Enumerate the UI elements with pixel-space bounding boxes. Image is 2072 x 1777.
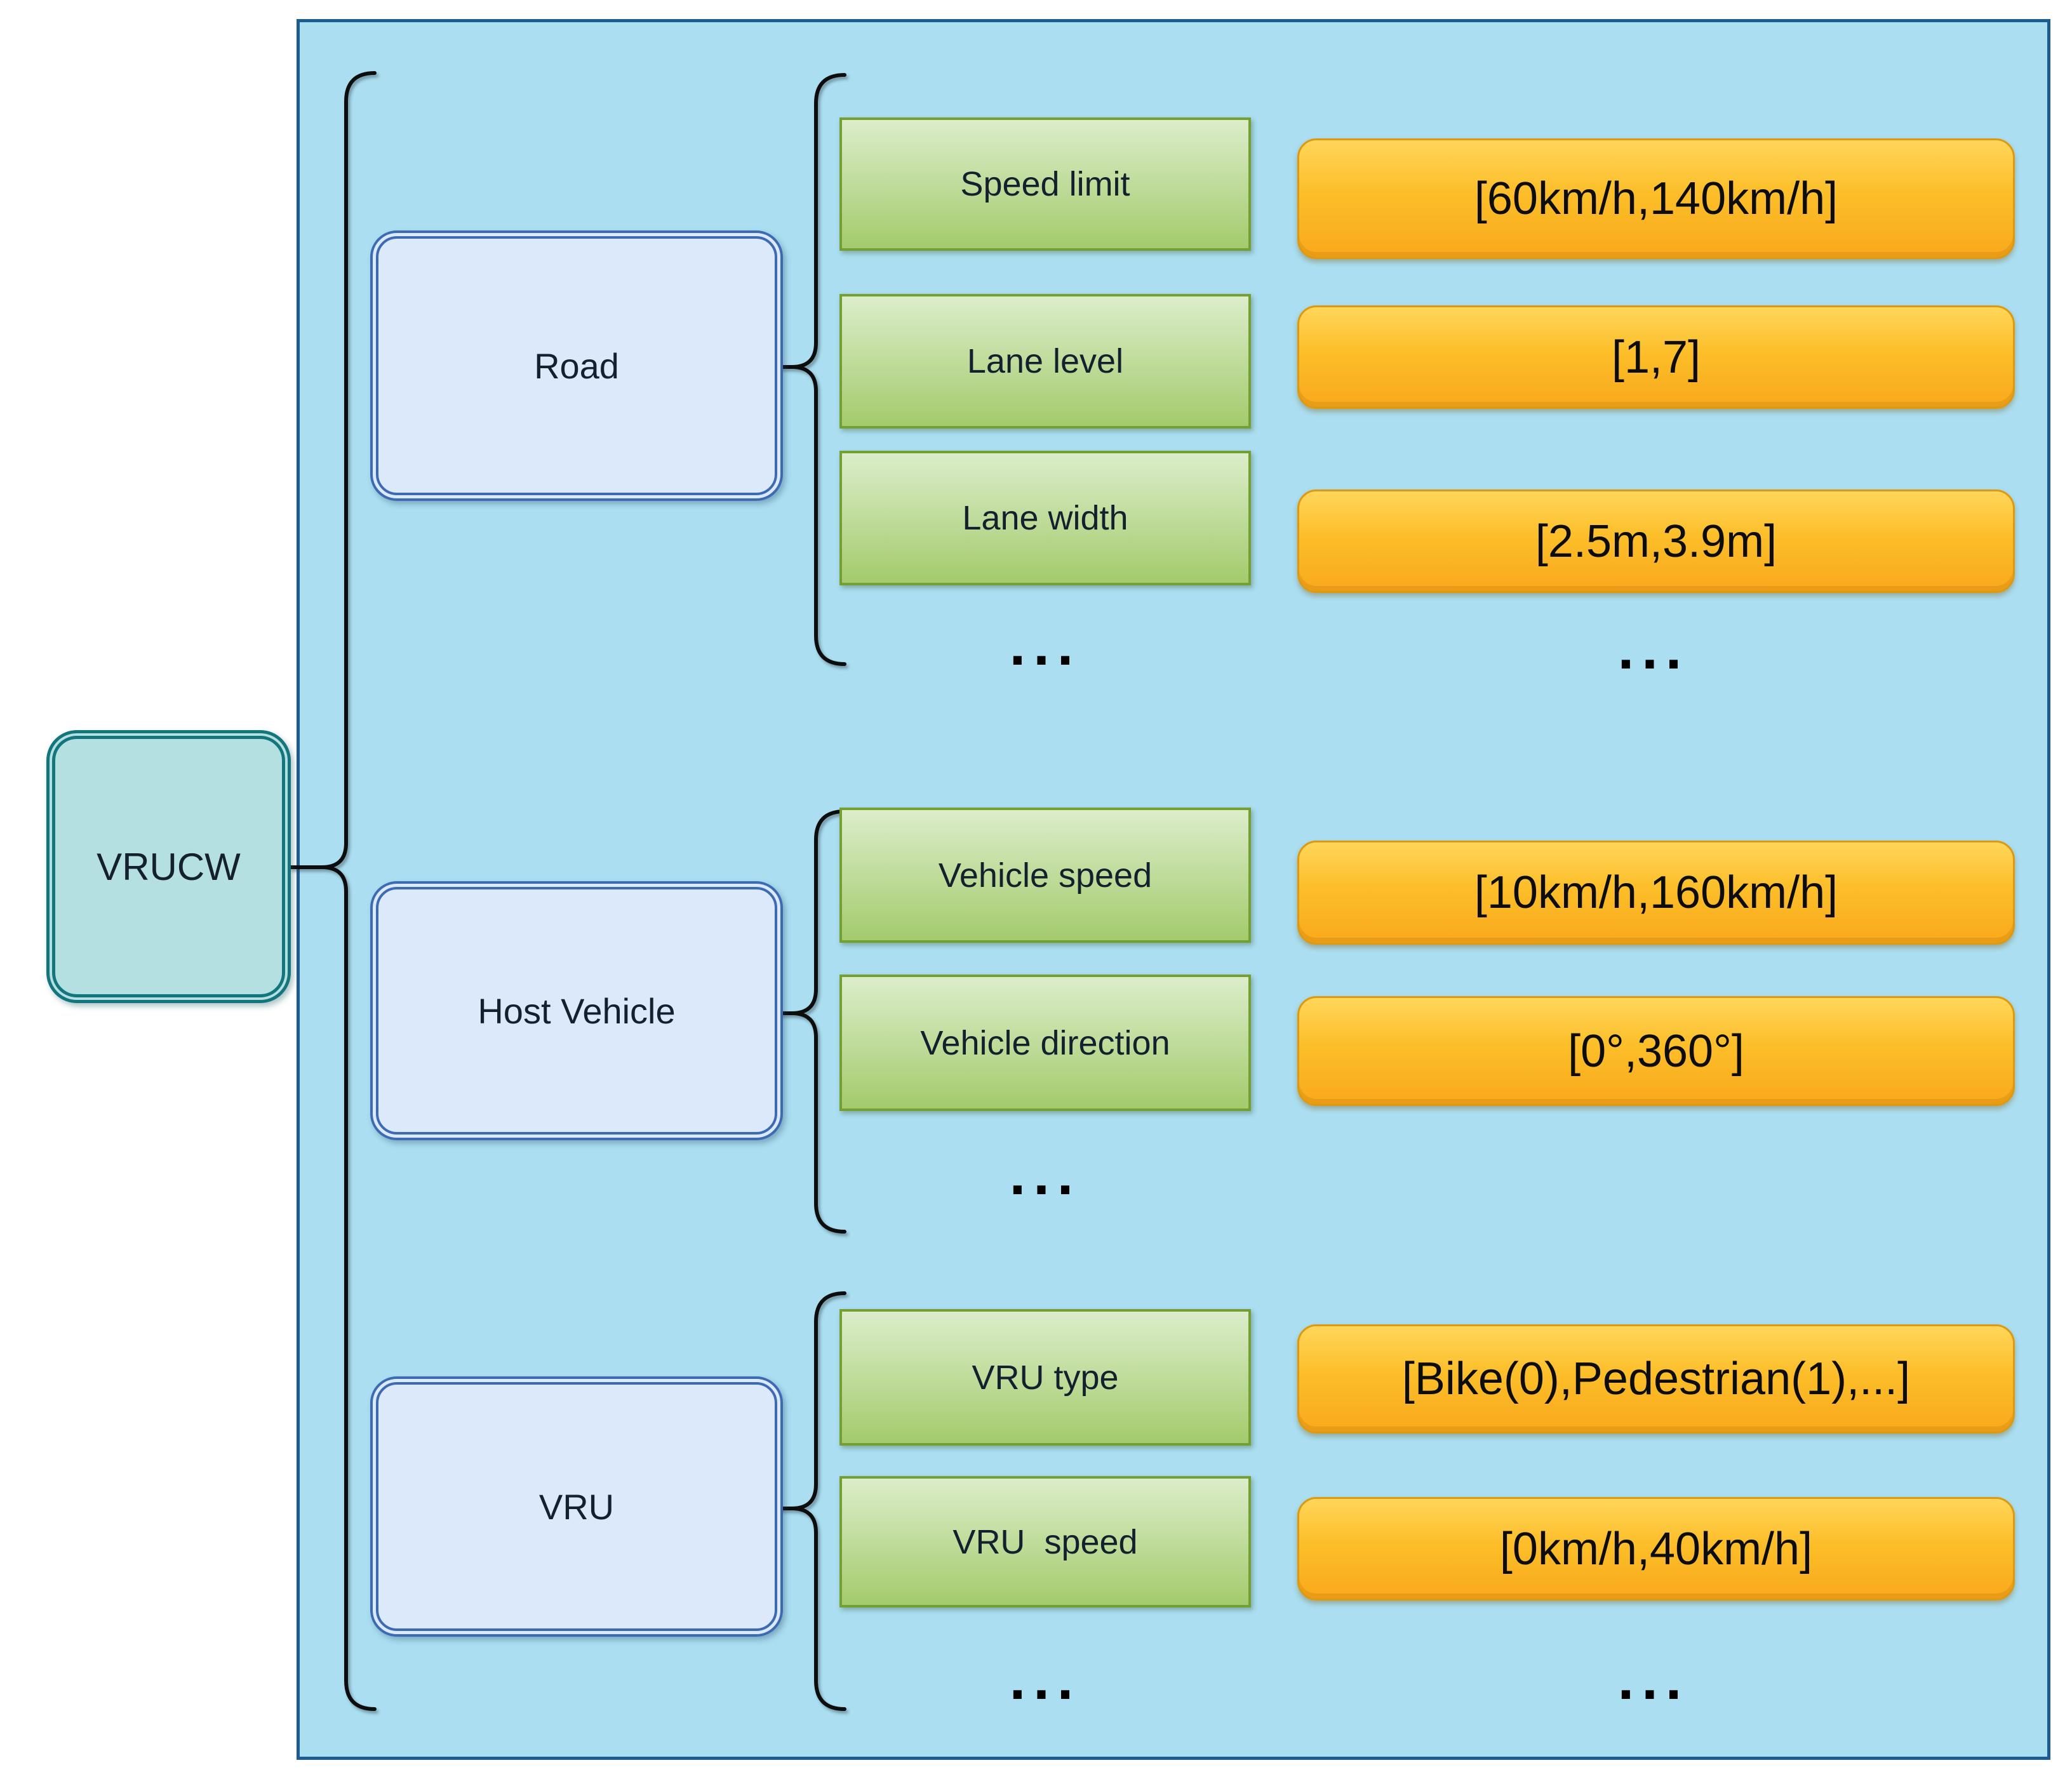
attribute-label: Speed limit — [960, 165, 1130, 203]
attribute-label: Lane width — [962, 499, 1128, 537]
attribute-label: VRU speed — [952, 1522, 1138, 1561]
attribute-label: Vehicle speed — [938, 856, 1153, 895]
value-label: [10km/h,160km/h] — [1474, 867, 1838, 918]
category-label: Host Vehicle — [478, 990, 676, 1031]
attribute-label: Vehicle direction — [920, 1023, 1170, 1062]
attribute-node-speed-limit: Speed limit — [839, 117, 1251, 251]
root-node-label: VRUCW — [97, 845, 241, 888]
value-label: [0km/h,40km/h] — [1499, 1523, 1813, 1574]
attribute-label: VRU type — [972, 1358, 1119, 1397]
attribute-node-vehicle-speed: Vehicle speed — [839, 808, 1251, 943]
value-label: [1,7] — [1611, 331, 1701, 383]
value-node-vehicle-speed-range: [10km/h,160km/h] — [1297, 841, 2015, 945]
attribute-label: Lane level — [966, 342, 1124, 380]
value-node-vru-type-list: [Bike(0),Pedestrian(1),...] — [1297, 1324, 2015, 1434]
value-label: [60km/h,140km/h] — [1474, 173, 1838, 224]
attribute-node-lane-width: Lane width — [839, 451, 1251, 585]
attribute-node-lane-level: Lane level — [839, 294, 1251, 429]
category-node-vru: VRU — [370, 1376, 783, 1637]
root-node-vrucw: VRUCW — [46, 730, 291, 1003]
category-label: Road — [534, 345, 619, 386]
value-node-lane-width-range: [2.5m,3.9m] — [1297, 489, 2015, 593]
value-node-vehicle-direction-range: [0°,360°] — [1297, 996, 2015, 1106]
value-label: [2.5m,3.9m] — [1535, 516, 1777, 567]
category-node-host-vehicle: Host Vehicle — [370, 881, 783, 1140]
attribute-node-vru-speed: VRU speed — [839, 1476, 1251, 1607]
category-node-road: Road — [370, 230, 783, 501]
value-label: [Bike(0),Pedestrian(1),...] — [1401, 1354, 1911, 1404]
category-label: VRU — [538, 1486, 615, 1527]
attribute-node-vru-type: VRU type — [839, 1309, 1251, 1446]
value-node-vru-speed-range: [0km/h,40km/h] — [1297, 1497, 2015, 1601]
attribute-node-vehicle-direction: Vehicle direction — [839, 975, 1251, 1111]
value-label: [0°,360°] — [1568, 1025, 1744, 1077]
value-node-speed-limit-range: [60km/h,140km/h] — [1297, 138, 2015, 259]
value-node-lane-level-range: [1,7] — [1297, 305, 2015, 409]
